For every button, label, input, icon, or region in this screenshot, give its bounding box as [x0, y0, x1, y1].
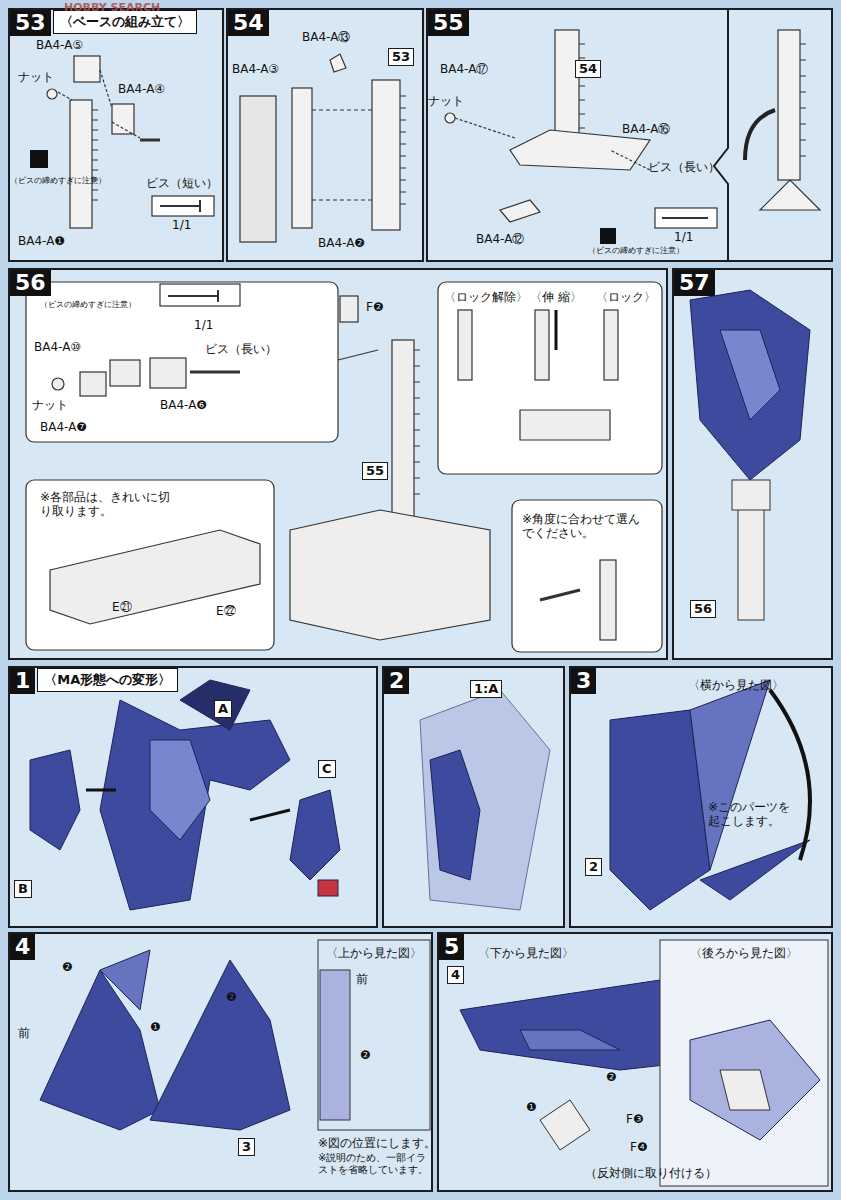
part-label: E㉑: [112, 600, 132, 614]
callout-box: B: [14, 880, 32, 898]
part-label: ❷: [360, 1048, 371, 1062]
part-label: ※このパーツを起こします。: [708, 800, 794, 829]
part-label: 〈上から見た図〉: [326, 946, 422, 960]
part-label: （ビスの締めすぎに注意）: [40, 300, 150, 310]
part-label: 〈ロック〉: [596, 290, 656, 304]
step-number: 57: [674, 270, 715, 296]
part-label: ナット: [18, 70, 54, 84]
part-label: ※図の位置にします。: [318, 1136, 436, 1150]
step-number: 55: [428, 10, 469, 36]
part-label: BA4-A❼: [40, 420, 87, 434]
callout-box: 54: [575, 60, 601, 78]
part-label: BA4-A⑫: [476, 232, 524, 246]
part-label: BA4-A⑩: [34, 340, 81, 354]
part-label: BA4-A❻: [160, 398, 207, 412]
part-label: ❶: [526, 1100, 537, 1114]
part-label: BA4-A⑰: [440, 62, 488, 76]
part-label: ナット: [32, 398, 68, 412]
part-label: F❸: [626, 1112, 644, 1126]
part-label: ビス（短い）: [146, 176, 218, 190]
step-number: 2: [384, 668, 409, 694]
step-number: 4: [10, 934, 35, 960]
callout-box: 3: [238, 1138, 255, 1156]
part-label: BA4-A⑬: [302, 30, 350, 44]
part-label: ❶: [150, 1020, 161, 1034]
part-label: ❷: [226, 990, 237, 1004]
part-label: （反対側に取り付ける）: [585, 1166, 717, 1180]
step-panel: 2: [382, 666, 565, 928]
watermark: HOBBY SEARCH: [64, 1, 160, 14]
callout-box: 56: [690, 600, 716, 618]
callout-box: 4: [447, 966, 464, 984]
part-label: （ビスの締めすぎに注意）: [10, 176, 120, 186]
part-label: BA4-A❷: [318, 236, 365, 250]
part-label: 〈伸 縮〉: [530, 290, 582, 304]
part-label: BA4-A⑯: [622, 122, 670, 136]
part-label: 1/1: [194, 318, 213, 332]
part-label: ビス（長い）: [648, 160, 720, 174]
step-number: 54: [228, 10, 269, 36]
step-panel: 54: [226, 8, 424, 262]
part-label: ❷: [606, 1070, 617, 1084]
part-label: ビス（長い）: [205, 342, 277, 356]
part-label: 〈後ろから見た図〉: [690, 946, 798, 960]
part-label: F❷: [366, 300, 384, 314]
part-label: E㉒: [216, 604, 236, 618]
part-label: （ビスの締めすぎに注意）: [588, 246, 684, 256]
part-label: ❷: [62, 960, 73, 974]
part-label: 〈下から見た図〉: [478, 946, 574, 960]
part-label: BA4-A❶: [18, 234, 65, 248]
step-number: 3: [571, 668, 596, 694]
callout-box: 2: [585, 858, 602, 876]
step-number: 53: [10, 10, 51, 36]
step-panel: 1〈MA形態への変形〉: [8, 666, 378, 928]
part-label: BA4-A⑤: [36, 38, 83, 52]
step-number: 5: [439, 934, 464, 960]
part-label: 前: [18, 1026, 30, 1040]
part-label: 1/1: [172, 218, 191, 232]
part-label: 前: [356, 972, 368, 986]
part-label: 〈横から見た図〉: [688, 678, 784, 692]
callout-box: 55: [362, 462, 388, 480]
part-label: ナット: [428, 94, 464, 108]
part-label: BA4-A④: [118, 82, 165, 96]
step-title: 〈MA形態への変形〉: [37, 668, 178, 692]
part-label: ※各部品は、きれいに切り取ります。: [40, 490, 180, 519]
step-number: 1: [10, 668, 35, 694]
step-number: 56: [10, 270, 51, 296]
step-panel: 3: [569, 666, 833, 928]
part-label: ※角度に合わせて選んでください。: [522, 512, 650, 541]
callout-box: 53: [388, 48, 414, 66]
part-label: BA4-A③: [232, 62, 279, 76]
step-panel: 56: [8, 268, 668, 660]
callout-box: 1:A: [470, 680, 502, 698]
callout-box: C: [318, 760, 336, 778]
part-label: ※説明のため、一部イラストを省略しています。: [318, 1152, 430, 1176]
callout-box: A: [214, 700, 232, 718]
part-label: 〈ロック解除〉: [444, 290, 528, 304]
part-label: 1/1: [674, 230, 693, 244]
part-label: F❹: [630, 1140, 648, 1154]
